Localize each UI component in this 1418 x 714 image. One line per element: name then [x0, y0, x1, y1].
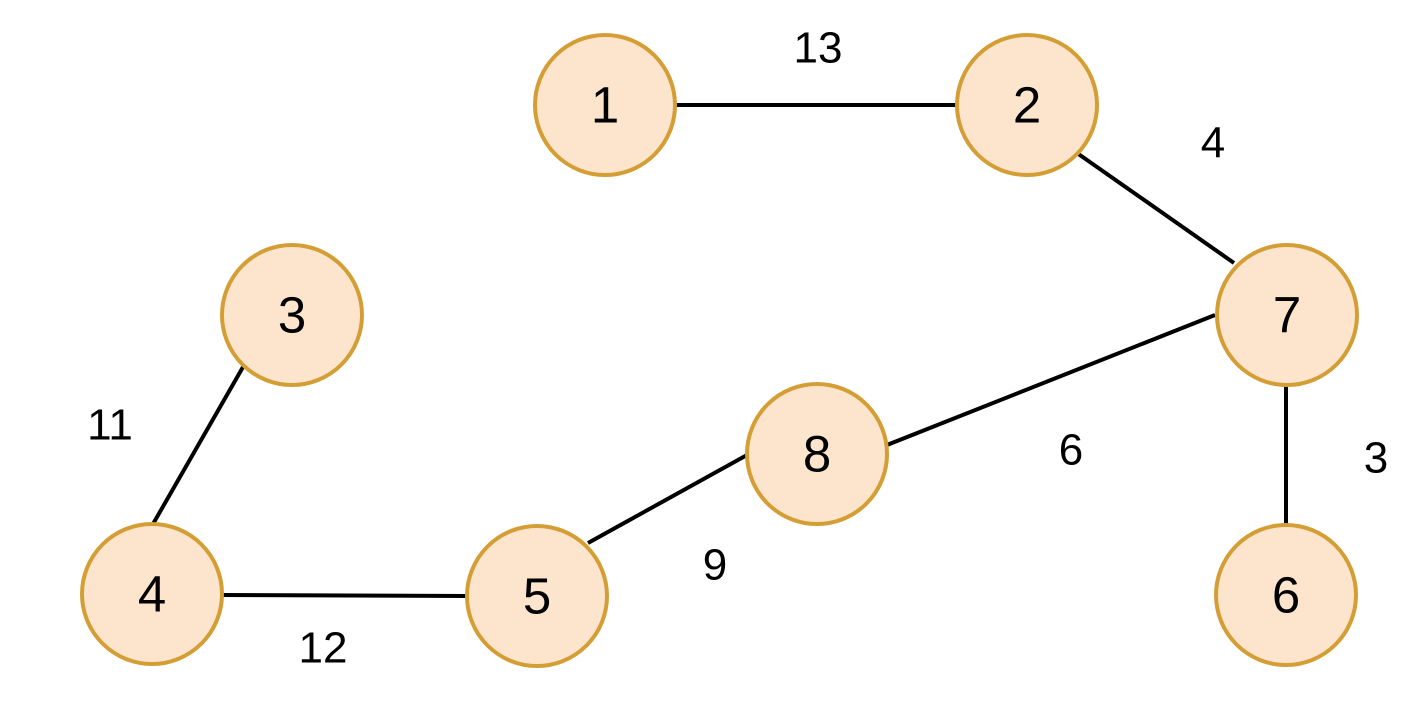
graph-edge-5-8: 9 — [587, 453, 748, 590]
node-label-8: 8 — [803, 426, 831, 483]
graph-node-2[interactable]: 2 — [955, 33, 1099, 177]
edge-weight-label-5-8: 9 — [703, 541, 727, 590]
graph-edge-2-7: 4 — [1075, 119, 1236, 265]
graph-node-1[interactable]: 1 — [533, 33, 677, 177]
edge-line-3-4 — [151, 366, 245, 525]
graph-edge-1-2: 13 — [675, 24, 957, 107]
node-circle-1[interactable] — [533, 33, 677, 177]
edge-line-2-7 — [1075, 151, 1236, 265]
edge-weight-label-3-4: 11 — [87, 401, 133, 450]
graph-node-5[interactable]: 5 — [465, 524, 609, 668]
node-label-3: 3 — [278, 287, 306, 344]
graph-edge-4-5: 12 — [221, 593, 468, 673]
edge-weight-label-8-7: 6 — [1059, 426, 1083, 475]
graph-node-3[interactable]: 3 — [220, 243, 364, 387]
edge-weight-label-1-2: 13 — [794, 24, 843, 73]
node-label-5: 5 — [523, 568, 551, 625]
edge-line-8-7 — [886, 313, 1216, 447]
edge-weight-label-7-6: 3 — [1364, 434, 1388, 483]
node-label-7: 7 — [1273, 287, 1301, 344]
node-label-4: 4 — [138, 566, 166, 623]
node-label-2: 2 — [1013, 77, 1041, 134]
graph-edge-7-6: 3 — [1284, 385, 1388, 525]
graph-node-6[interactable]: 6 — [1214, 523, 1358, 667]
node-circle-2[interactable] — [955, 33, 1099, 177]
node-circle-5[interactable] — [465, 524, 609, 668]
node-label-1: 1 — [591, 77, 619, 134]
node-circle-6[interactable] — [1214, 523, 1358, 667]
edge-line-4-5 — [221, 593, 468, 598]
edge-weight-label-2-7: 4 — [1201, 119, 1225, 168]
graph-edge-8-7: 6 — [886, 313, 1216, 475]
node-circle-7[interactable] — [1215, 243, 1359, 387]
edge-line-5-8 — [587, 453, 748, 545]
node-label-6: 6 — [1272, 567, 1300, 624]
edge-weight-label-4-5: 12 — [299, 624, 348, 673]
node-circle-3[interactable] — [220, 243, 364, 387]
node-circle-4[interactable] — [80, 522, 224, 666]
graph-edge-3-4: 11 — [87, 366, 245, 525]
graph-node-4[interactable]: 4 — [80, 522, 224, 666]
graph-node-7[interactable]: 7 — [1215, 243, 1359, 387]
graph-node-8[interactable]: 8 — [745, 382, 889, 526]
node-circle-8[interactable] — [745, 382, 889, 526]
